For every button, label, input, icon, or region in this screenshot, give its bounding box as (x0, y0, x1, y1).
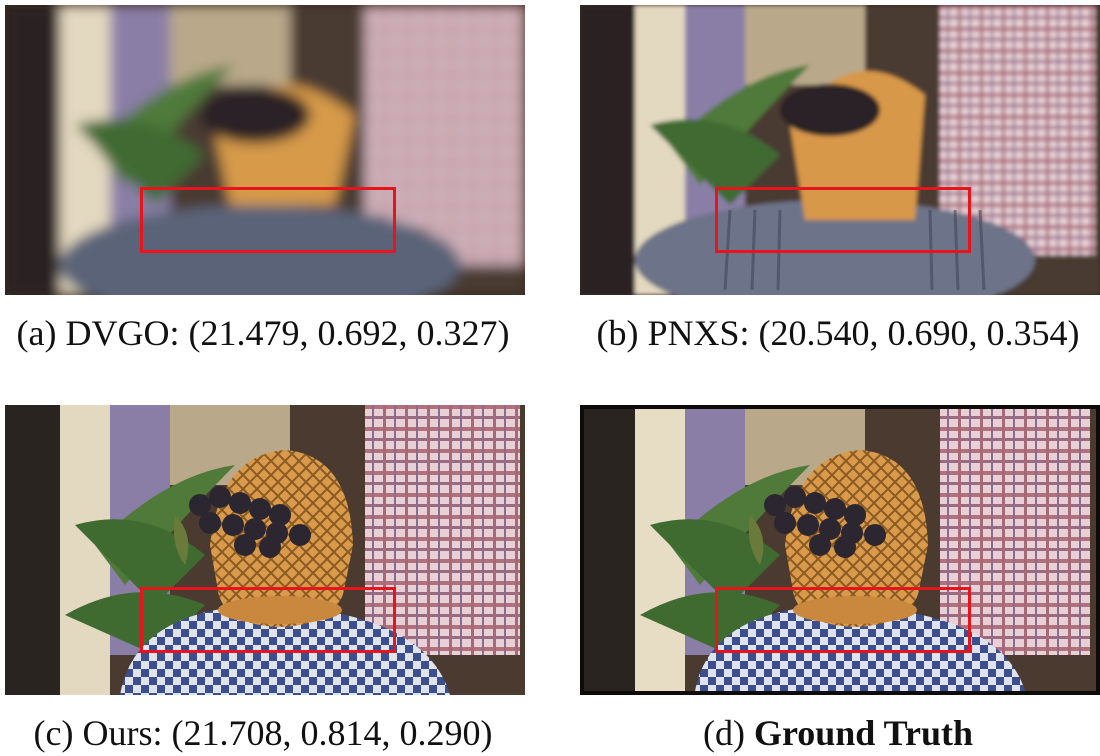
caption-b: (b) PNXS: (20.540, 0.690, 0.354) (558, 313, 1100, 353)
caption-letter: (c) (33, 713, 74, 753)
panel-ours-image (5, 405, 525, 695)
caption-letter: (b) (596, 313, 639, 353)
dvgo-render (5, 5, 525, 295)
pnxs-render (580, 5, 1100, 295)
highlight-box (715, 187, 971, 253)
caption-metrics: (21.708, 0.814, 0.290) (171, 713, 493, 753)
caption-c: (c) Ours: (21.708, 0.814, 0.290) (0, 713, 543, 753)
highlight-box (140, 587, 396, 653)
caption-letter: (a) (16, 313, 57, 353)
highlight-box (140, 187, 396, 253)
ours-render (5, 405, 525, 695)
caption-method: Ground Truth (753, 713, 974, 753)
caption-a: (a) DVGO: (21.479, 0.692, 0.327) (0, 313, 543, 353)
panel-pnxs-image (580, 5, 1100, 295)
panel-ground-truth-image (580, 405, 1100, 695)
caption-method: PNXS: (647, 313, 750, 353)
caption-metrics: (21.479, 0.692, 0.327) (188, 313, 510, 353)
highlight-box (715, 587, 971, 653)
ground-truth-photo (580, 405, 1100, 695)
panel-dvgo-image (5, 5, 525, 295)
caption-method: DVGO: (65, 313, 180, 353)
caption-letter: (d) (702, 713, 745, 753)
caption-d: (d) Ground Truth (558, 713, 1100, 753)
caption-metrics: (20.540, 0.690, 0.354) (758, 313, 1080, 353)
caption-method: Ours: (82, 713, 163, 753)
